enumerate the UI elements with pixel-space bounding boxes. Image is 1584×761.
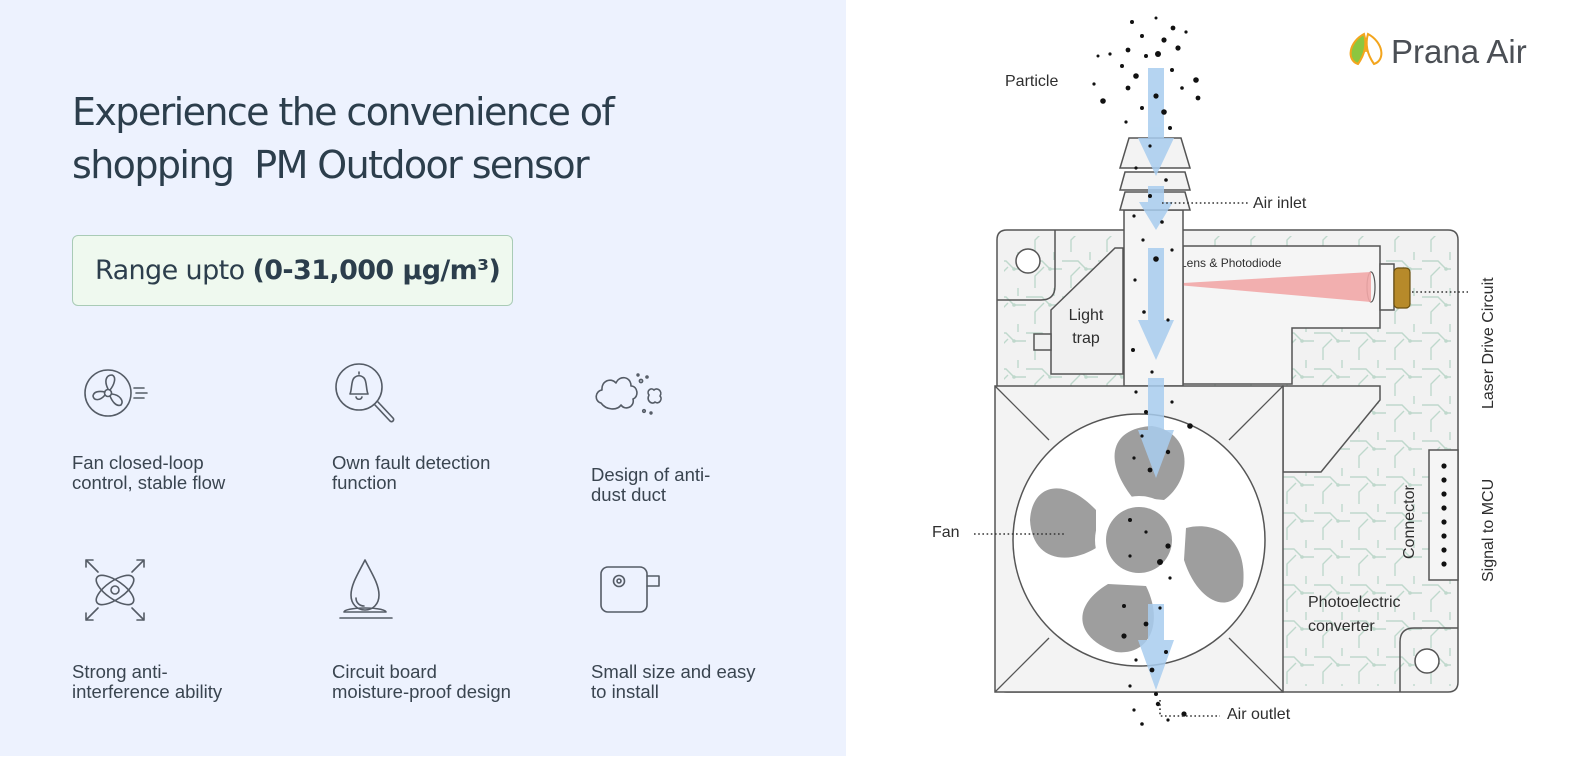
label-fan: Fan: [932, 524, 960, 541]
feature-anti-interference: Strong anti- interference ability: [72, 554, 312, 702]
laser-housing: [1379, 263, 1395, 311]
prana-air-logo: Prana Air: [1349, 32, 1527, 70]
label-light-trap-line1: Light: [1069, 307, 1104, 324]
connector-pins: [1441, 463, 1447, 567]
feature-anti-dust-duct: Design of anti- dust duct: [591, 355, 831, 505]
feature-label-line: function: [332, 472, 397, 493]
connector: [1428, 449, 1459, 581]
fan-blade: [1184, 526, 1244, 603]
plug-box-icon: [600, 566, 660, 613]
flow-arrow: [1138, 378, 1174, 478]
feature-label-line: Strong anti-: [72, 661, 168, 682]
feature-fault-detection: Own fault detection function: [332, 355, 572, 493]
title-line-1: Experience the convenience of: [72, 90, 615, 134]
label-light-trap-line2: trap: [1072, 330, 1100, 347]
particles: [1092, 16, 1201, 726]
feature-moisture-proof: Circuit board moisture-proof design: [332, 554, 572, 702]
feature-fan-control: Fan closed-loop control, stable flow: [72, 355, 312, 493]
label-particle: Particle: [1005, 73, 1058, 90]
flow-arrow: [1139, 186, 1173, 230]
feature-label: Own fault detection function: [332, 453, 572, 493]
label-signal-to-mcu: Signal to MCU: [1480, 479, 1497, 582]
feature-label-line: dust duct: [591, 484, 667, 505]
feature-label-line: Circuit board: [332, 661, 437, 682]
airflow-arrows: [1138, 68, 1174, 690]
feature-easy-install: Small size and easy to install: [591, 554, 831, 702]
label-laser-drive-circuit: Laser Drive Circuit: [1480, 277, 1497, 409]
flow-arrow: [1138, 604, 1174, 690]
label-photoelectric-line2: converter: [1308, 618, 1375, 635]
range-prefix: Range upto: [95, 255, 253, 286]
laser-drive-circuit: [1393, 267, 1411, 309]
flow-arrow: [1138, 68, 1174, 176]
logo-leaf-left: [1349, 32, 1367, 66]
light-trap-tab: [1033, 333, 1052, 351]
bell-search-icon: [335, 363, 395, 423]
label-air-outlet: Air outlet: [1227, 706, 1291, 723]
features-panel: Experience the convenience of shopping P…: [0, 0, 846, 756]
atom-arrows-icon: [85, 559, 145, 621]
mounting-hole-top-left: [997, 230, 1056, 301]
light-trap: [1050, 247, 1124, 375]
fan-blade: [1082, 584, 1154, 653]
feature-label: Fan closed-loop control, stable flow: [72, 453, 312, 493]
fan-hub: [1106, 507, 1172, 573]
leader-lines: [974, 202, 1468, 717]
feature-label-line: to install: [591, 681, 659, 702]
logo-leaf-right: [1365, 32, 1383, 66]
label-air-inlet: Air inlet: [1253, 195, 1307, 212]
sensor-diagram: Prana Air Light trap Lens & Photodiode: [932, 16, 1527, 726]
feature-label-line: Small size and easy: [591, 661, 756, 682]
sensor-diagram-panel: Prana Air Light trap Lens & Photodiode: [846, 0, 1584, 756]
leader-air-outlet: [1159, 700, 1220, 717]
feature-label-line: Own fault detection: [332, 452, 491, 473]
feature-label: Strong anti- interference ability: [72, 662, 312, 702]
fan-icon: [84, 369, 148, 417]
fan-blade: [1030, 488, 1096, 558]
label-photoelectric-line1: Photoelectric: [1308, 594, 1401, 611]
droplet-icon: [339, 559, 393, 619]
feature-label: Circuit board moisture-proof design: [332, 662, 572, 702]
label-connector: Connector: [1401, 485, 1418, 559]
mounting-hole-bottom-right: [1399, 627, 1458, 692]
page-title: Experience the convenience of shopping P…: [72, 86, 615, 192]
feature-label-line: Design of anti-: [591, 464, 711, 485]
range-value: (0-31,000 µg/m³): [252, 255, 501, 286]
fan-rotor: [1030, 426, 1244, 653]
feature-label-line: Fan closed-loop: [72, 452, 204, 473]
feature-label: Small size and easy to install: [591, 662, 831, 702]
feature-label: Design of anti- dust duct: [591, 465, 831, 505]
flow-arrow: [1138, 248, 1174, 360]
logo-text: Prana Air: [1391, 33, 1527, 70]
laser-beam: [1166, 272, 1371, 302]
feature-label-line: moisture-proof design: [332, 681, 511, 702]
feature-label-line: control, stable flow: [72, 472, 226, 493]
range-badge: Range upto (0-31,000 µg/m³): [72, 235, 513, 306]
feature-label-line: interference ability: [72, 681, 223, 702]
dust-cloud-icon: [595, 373, 662, 415]
title-line-2: shopping PM Outdoor sensor: [72, 143, 590, 187]
label-lens-photodiode: Lens & Photodiode: [1180, 256, 1282, 270]
